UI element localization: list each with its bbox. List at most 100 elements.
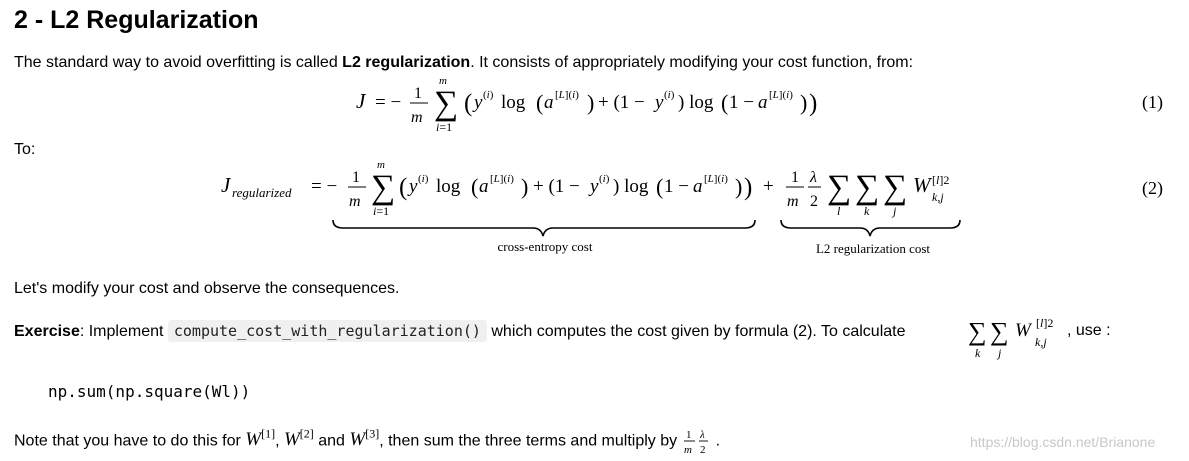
svg-text:[l]2: [l]2 bbox=[1036, 316, 1053, 330]
svg-text:(i): (i) bbox=[418, 173, 429, 185]
svg-text:= −: = − bbox=[311, 176, 337, 197]
svg-text:2: 2 bbox=[700, 444, 706, 455]
svg-text:a: a bbox=[479, 176, 489, 197]
svg-text:y: y bbox=[588, 176, 599, 197]
exercise-text-3: , use : bbox=[1067, 322, 1111, 339]
equation-1: J = − 1 m m ∑ i=1 ( y (i) log ( a [L](i)… bbox=[356, 75, 817, 134]
svg-text:[L](i): [L](i) bbox=[555, 89, 579, 101]
svg-text:∑: ∑ bbox=[968, 317, 987, 346]
note-text-3: and bbox=[313, 432, 350, 450]
svg-text:): ) bbox=[521, 174, 528, 199]
note-text-2: , bbox=[275, 432, 284, 450]
equation-2-number: (2) bbox=[1142, 178, 1163, 198]
intro-text-after: . It consists of appropriately modifying… bbox=[470, 54, 914, 71]
exercise-text-2: which computes the cost given by formula… bbox=[486, 323, 906, 340]
svg-text:W: W bbox=[913, 173, 933, 197]
svg-text:J: J bbox=[356, 89, 367, 113]
intro-bold-term: L2 regularization bbox=[342, 54, 471, 71]
note-text-5: . bbox=[715, 432, 721, 450]
svg-text:(: ( bbox=[656, 174, 663, 199]
svg-text:) log: ) log bbox=[678, 92, 714, 113]
svg-text:j: j bbox=[891, 204, 897, 218]
svg-text:log: log bbox=[501, 92, 526, 113]
svg-text:regularized: regularized bbox=[232, 185, 292, 200]
svg-text:j: j bbox=[996, 346, 1002, 360]
svg-text:= −: = − bbox=[375, 92, 401, 113]
svg-text:1: 1 bbox=[414, 85, 422, 102]
svg-text:∑: ∑ bbox=[371, 169, 395, 206]
svg-text:(: ( bbox=[536, 90, 543, 115]
exercise-paragraph: Exercise: Implement compute_cost_with_re… bbox=[14, 320, 906, 342]
svg-text:i=1: i=1 bbox=[436, 120, 452, 134]
svg-text:∑: ∑ bbox=[434, 85, 458, 122]
svg-text:l: l bbox=[837, 204, 841, 218]
svg-text:1: 1 bbox=[791, 169, 799, 186]
svg-text:2: 2 bbox=[810, 193, 818, 210]
svg-text:y: y bbox=[407, 176, 418, 197]
sum-formula-inline: ∑ k ∑ j W [l]2 k,j bbox=[968, 316, 1053, 360]
modify-paragraph: Let's modify your cost and observe the c… bbox=[14, 280, 400, 297]
svg-text:(: ( bbox=[721, 90, 728, 115]
svg-text:k: k bbox=[864, 204, 870, 218]
svg-text:(i): (i) bbox=[599, 173, 610, 185]
svg-text:k,j: k,j bbox=[932, 190, 944, 204]
w3-symbol: W[3] bbox=[349, 427, 380, 451]
cross-entropy-label: cross-entropy cost bbox=[497, 239, 593, 254]
section-heading: 2 - L2 Regularization bbox=[14, 6, 259, 34]
svg-text:+: + bbox=[763, 176, 774, 197]
svg-text:[L](i): [L](i) bbox=[490, 173, 514, 185]
equation-2: J regularized = − 1 m m ∑ i=1 ( y (i) lo… bbox=[221, 159, 961, 237]
svg-text:m: m bbox=[377, 159, 385, 171]
svg-text:i=1: i=1 bbox=[373, 204, 389, 218]
svg-text:λ: λ bbox=[699, 429, 705, 441]
equation-1-number: (1) bbox=[1142, 92, 1163, 112]
to-label: To: bbox=[14, 141, 36, 158]
intro-text-before: The standard way to avoid overfitting is… bbox=[14, 54, 343, 71]
svg-text:m: m bbox=[787, 193, 799, 210]
svg-text:∑: ∑ bbox=[855, 169, 879, 206]
svg-text:1: 1 bbox=[352, 169, 360, 186]
svg-text:1 −: 1 − bbox=[664, 176, 689, 197]
svg-text:[l]2: [l]2 bbox=[932, 173, 949, 187]
svg-text:): ) bbox=[809, 90, 817, 117]
svg-text:a: a bbox=[693, 176, 703, 197]
svg-text:a: a bbox=[544, 92, 554, 113]
svg-text:m: m bbox=[439, 75, 447, 87]
svg-text:(i): (i) bbox=[664, 89, 675, 101]
svg-text:): ) bbox=[587, 90, 594, 115]
svg-text:∑: ∑ bbox=[990, 317, 1009, 346]
svg-text:): ) bbox=[744, 174, 752, 201]
watermark: https://blog.csdn.net/Brianone bbox=[970, 434, 1156, 450]
svg-text:): ) bbox=[800, 90, 807, 115]
note-text-1: Note that you have to do this for bbox=[14, 432, 246, 450]
svg-text:log: log bbox=[436, 176, 461, 197]
l2-regularization-label: L2 regularization cost bbox=[815, 241, 931, 256]
note-paragraph: Note that you have to do this for W[1] , … bbox=[14, 427, 721, 456]
note-text-4: , then sum the three terms and multiply … bbox=[379, 432, 682, 450]
svg-text:m: m bbox=[349, 193, 361, 210]
code-block: np.sum(np.square(Wl)) bbox=[48, 382, 251, 401]
svg-text:y: y bbox=[472, 92, 483, 113]
svg-text:1 −: 1 − bbox=[729, 92, 754, 113]
w1-symbol: W[1] bbox=[245, 427, 276, 451]
svg-text:W: W bbox=[1015, 320, 1033, 341]
svg-text:λ: λ bbox=[809, 169, 817, 186]
svg-text:+ (1 −: + (1 − bbox=[598, 92, 645, 113]
svg-text:k: k bbox=[975, 346, 981, 360]
svg-text:k,j: k,j bbox=[1035, 335, 1047, 349]
w2-symbol: W[2] bbox=[283, 427, 314, 451]
svg-text:(: ( bbox=[471, 174, 478, 199]
svg-text:m: m bbox=[411, 109, 423, 126]
svg-text:) log: ) log bbox=[613, 176, 649, 197]
svg-text:y: y bbox=[653, 92, 664, 113]
exercise-text-1: : Implement bbox=[79, 323, 168, 340]
svg-text:[L](i): [L](i) bbox=[769, 89, 793, 101]
svg-text:∑: ∑ bbox=[883, 169, 907, 206]
svg-text:J: J bbox=[221, 173, 232, 197]
svg-text:(: ( bbox=[399, 174, 407, 201]
svg-text:(i): (i) bbox=[483, 89, 494, 101]
svg-text:(: ( bbox=[464, 90, 472, 117]
function-name-code: compute_cost_with_regularization() bbox=[167, 320, 487, 342]
svg-text:1: 1 bbox=[686, 429, 692, 441]
